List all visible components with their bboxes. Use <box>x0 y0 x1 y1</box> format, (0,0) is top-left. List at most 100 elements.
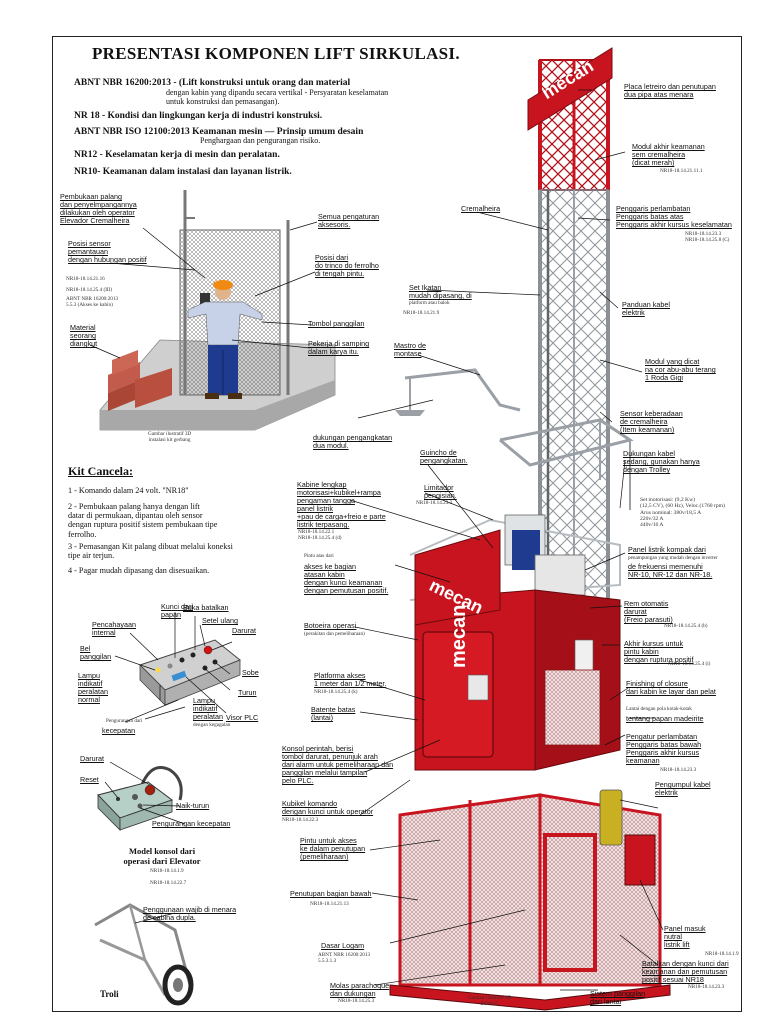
standard-nr12: NR12 - Keselamatan kerja di mesin dan pe… <box>74 150 280 160</box>
label-semua-pengaturan: Semua pengaturan aksesoris. <box>318 212 380 230</box>
label-panel-listrik-2: de frekuensi memenuhi NR-10, NR-12 dan N… <box>628 562 713 580</box>
label-sistem-panggilan: Sistem panggilan dari lantai <box>590 989 646 1007</box>
ref-panel-masuk: NR18-18.14.1.9 <box>705 951 739 957</box>
label-set-ikatan: Set Ikatan mudah dipasang, di <box>409 283 472 301</box>
ref-penutupan: NR18-18.14.21.13 <box>310 901 349 907</box>
worker-figure <box>187 280 263 399</box>
label-set-ikatan-sub: platform atau balok <box>409 300 450 306</box>
caption-tower: Gambar ilustratif 3D ECM-15 <box>468 995 512 1007</box>
label-turun: Turun <box>238 688 257 697</box>
trolley <box>94 903 194 1006</box>
ref-gate-3: ABNT NBR 16200:2013 5.5.3 (Akses ke kabi… <box>66 296 119 308</box>
label-pekerja: Pekerja di samping dalam karya itu. <box>308 339 370 357</box>
tower-illustration <box>389 47 671 1011</box>
label-limitador: Limitador pengisian. <box>424 483 457 501</box>
ref-batalkan: NR18-18.14.23.3 <box>688 984 725 990</box>
caption-console: Model konsol dari operasi dari Elevator <box>123 846 201 866</box>
label-sensor: Sensor keberadaan de cremalheira (Item k… <box>620 409 683 435</box>
label-batalkan: Batalkan dengan kunci dari keamanan dan … <box>642 959 729 985</box>
kit-item-1: 1 - Komando dalam 24 volt. "NR18" <box>68 486 189 495</box>
label-reset: Reset <box>80 775 99 784</box>
label-batente: Batente batas (lantai) <box>311 705 356 723</box>
label-panel-listrik: Panel listrik kompak dari <box>628 545 706 554</box>
label-pengurangan: Pengurangan dari <box>106 718 143 724</box>
label-troli: Troli <box>100 989 119 999</box>
label-rem: Rem otomatis darurat (Freio parasuti) <box>624 599 673 625</box>
label-pembukaan-palang: Pembukaan palang dan penyelmpangannya di… <box>60 192 137 226</box>
label-dukungan-modul: dukungan pengangkatan dua modul. <box>313 433 393 451</box>
standard-nbr16200: ABNT NBR 16200:2013 - (Lift konstruksi u… <box>74 78 351 88</box>
label-lampu-kegagalan-sub: dengan kegagalan <box>193 722 231 728</box>
console-pendant <box>97 766 183 831</box>
label-molas: Molas parachoque dan dukungan <box>330 981 390 999</box>
standard-nr10: NR10- Keamanan dalam instalasi dan layan… <box>74 167 292 177</box>
label-pencahayaan: Pencahayaan internal <box>92 620 136 638</box>
label-placa: Placa letreiro dan penutupan dua pipa at… <box>624 82 716 100</box>
page-border <box>52 36 742 1012</box>
label-modul-akhir: Modul akhir keamanan sem cremalheira (di… <box>632 142 705 168</box>
label-finishing: Finishing of closure dari kabin ke layar… <box>626 679 716 697</box>
label-panel-listrik-sub: penampungan yang mudah dengan inverter <box>628 555 718 561</box>
label-akses-atas: akses ke bagian atasan kabin dengan kunc… <box>304 562 389 596</box>
label-panel-masuk: Panel masuk nutral listrik lift <box>664 924 706 950</box>
ref-platforma: NR18-18.14.25.4 (k) <box>314 689 358 695</box>
standard-iso12100: ABNT NBR ISO 12100:2013 Keamanan mesin —… <box>74 127 364 137</box>
ref-kabine: NR18-18.14.22.1 NR18-18.14.25.4 (d) <box>298 529 342 541</box>
motor-spec: Set motorisasi: (9,2 Kw) (12,5 CV), (60 … <box>640 497 725 528</box>
ref-modul-akhir: NR18-18.14.21.11.1 <box>660 168 703 174</box>
label-kecepatan: kecepatan <box>102 726 136 735</box>
label-visor-plc: Visor PLC <box>226 713 259 722</box>
page-title: PRESENTASI KOMPONEN LIFT SIRKULASI. <box>92 44 460 63</box>
label-botoeira: Botoeira operasi <box>304 621 357 630</box>
label-naik-turun: Naik-turun <box>176 801 210 810</box>
label-penggaris-bawah: Pengatur perlambatan Penggaris batas baw… <box>626 732 702 766</box>
standard-nr18: NR 18 - Kondisi dan lingkungan kerja di … <box>74 111 323 121</box>
label-modul-dicat: Modul yang dicat na cor abu-abu terang 1… <box>645 357 716 383</box>
label-papan-madeirite: tentang papan madeirite <box>626 714 704 723</box>
label-akhir-kursus: Akhir kursus untuk pintu kabin dengan ru… <box>624 639 694 665</box>
standard-nbr16200-sub: dengan kabin yang dipandu secara vertika… <box>166 88 389 106</box>
caption-gate: Gambar ilustratif 3D instalasi kit gerba… <box>148 431 192 443</box>
ref-gate-1: NR18-18.14.21.16 <box>66 276 105 282</box>
label-troli-note: Penggunaan wajib di menara de cabina dup… <box>143 905 237 923</box>
ref-dasar-logam: ABNT NBR 16200:2013 5.5.3.1.3 <box>318 952 371 964</box>
label-tombol-panggilan: Tombol panggilan <box>308 319 365 328</box>
label-guincho: Guincho de pengangkatan. <box>420 448 468 466</box>
label-setel-ulang: Setel ulang <box>202 616 238 625</box>
gate-illustration <box>99 190 336 431</box>
ref-limitador: NR18-18.14.23.3 <box>416 500 453 506</box>
label-konsol: Konsol perintah, berisi tombol darurat, … <box>282 744 394 786</box>
ref-console-2: NR18-18.14.22.7 <box>150 880 187 886</box>
label-kubikel: Kubikel komando dengan kunci untuk opera… <box>282 799 374 817</box>
ref-molas: NR18-18.14.25.3 <box>338 998 375 1004</box>
ref-console-1: NR18-18.14.1.9 <box>150 868 184 874</box>
label-dukungan-kabel: Dukungan kabel sedang, gunakan hanya den… <box>623 449 700 475</box>
label-platforma: Platforma akses 1 meter dan 1/2 meter. <box>314 671 387 689</box>
ref-rem: NR18-18.14.25.4 (b) <box>664 623 708 629</box>
kit-heading: Kit Cancela: <box>68 464 133 478</box>
label-bel-panggilan: Bel panggilan <box>80 644 112 662</box>
leader-lines <box>89 89 664 991</box>
label-dasar-logam: Dasar Logam <box>321 941 365 950</box>
label-buka-batalkan: Buka batalkan <box>183 603 229 612</box>
label-kabine: Kabine lengkap motorisasi+kubikel+rampa … <box>297 480 386 530</box>
label-pintu-akses: Pintu untuk akses ke dalam penutupan (pe… <box>300 836 366 862</box>
ref-kubikel: NR18-18.14.22.3 <box>282 817 319 823</box>
label-darurat-console: Darurat <box>80 754 104 763</box>
label-pengurangan-kecepatan: Pengurangan kecepatan <box>152 819 231 828</box>
standard-iso12100-sub: Penghargaan dan pengurangan risiko. <box>200 136 321 145</box>
label-sobe: Sobe <box>242 668 259 677</box>
ref-akhir-kursus: NR18-18.14.25.4 (i) <box>668 661 711 667</box>
label-pintu-atas: Pintu atas dari <box>304 553 334 559</box>
kit-item-3: 3 - Pemasangan Kit palang dibuat melalui… <box>68 542 233 561</box>
label-lampu-kegagalan: Lampu indikatif peralatan <box>193 696 223 722</box>
label-botoeira-sub: (perakitan dan pemeliharaan) <box>304 631 365 637</box>
label-panduan-kabel: Panduan kabel elektrik <box>622 300 670 318</box>
brand-door: mecan <box>448 604 470 668</box>
ref-gate-2: NR18-18.14.25.4 (III) <box>66 287 113 293</box>
label-darurat-panel: Darurat <box>232 626 256 635</box>
kit-item-2: 2 - Pembukaan palang hanya dengan lift d… <box>68 502 218 539</box>
label-kunci-papan: Kunci dari papan <box>161 602 193 620</box>
label-penutupan: Penutupan bagian bawah <box>290 889 372 898</box>
